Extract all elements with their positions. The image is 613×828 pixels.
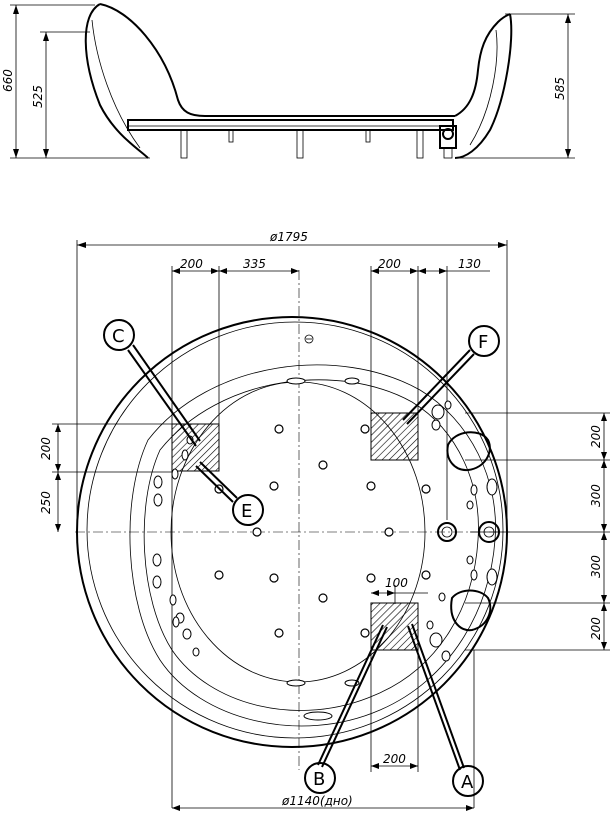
dim-585: 585 xyxy=(553,77,567,100)
zone-c-e xyxy=(171,423,220,472)
support-zones xyxy=(171,412,419,651)
overflow-outlet xyxy=(478,521,500,543)
dim-right-300-lower: 300 xyxy=(589,555,603,578)
dim-right-300-upper: 300 xyxy=(589,484,603,507)
callout-f-label: F xyxy=(478,332,488,353)
center-lines xyxy=(75,270,510,770)
callout-c-label: C xyxy=(112,326,125,347)
dim-top-right-200: 200 xyxy=(378,257,401,271)
dim-660: 660 xyxy=(1,69,15,92)
dim-inner-100: 100 xyxy=(385,576,408,590)
drain-outlet xyxy=(437,522,457,542)
floor-jets xyxy=(214,424,431,638)
side-right-dimensions: 585 xyxy=(455,13,575,159)
callout-leaders xyxy=(127,344,475,771)
zone-a-b xyxy=(370,602,419,651)
headrests xyxy=(446,431,492,632)
callout-b: B xyxy=(304,762,336,794)
callout-b-label: B xyxy=(313,769,325,790)
drain-fittings xyxy=(304,334,500,543)
top-view: ø1795 200 335 200 130 xyxy=(39,230,610,811)
dim-left-250: 250 xyxy=(39,491,53,514)
dim-diameter-1795: ø1795 xyxy=(269,230,308,244)
callout-a: A xyxy=(452,765,484,797)
top-right-dimensions: 200 130 xyxy=(370,257,490,520)
callout-a-label: A xyxy=(461,772,474,793)
side-left-dimensions: 660 525 xyxy=(1,4,150,159)
bottom-dimensions: 100 200 ø1140(дно) xyxy=(172,576,475,811)
diameter-1795-dimension: ø1795 xyxy=(76,230,508,535)
callout-e-label: E xyxy=(241,501,252,522)
callout-e: E xyxy=(232,494,264,526)
callout-c: C xyxy=(103,319,135,351)
dim-top-left-335: 335 xyxy=(243,257,266,271)
wall-jets xyxy=(152,377,498,721)
side-view: 660 525 585 xyxy=(1,3,575,159)
tub-top-outline xyxy=(76,316,508,748)
dim-bottom-diameter-1140: ø1140(дно) xyxy=(281,794,353,808)
dim-right-200-top: 200 xyxy=(589,425,603,448)
callout-f: F xyxy=(468,325,500,357)
dim-right-200-bottom: 200 xyxy=(589,617,603,640)
dim-bottom-200: 200 xyxy=(383,752,406,766)
dim-left-200: 200 xyxy=(39,437,53,460)
dim-top-right-130: 130 xyxy=(458,257,481,271)
dim-525: 525 xyxy=(31,85,45,108)
left-dimensions: 200 250 xyxy=(39,423,195,532)
dim-top-left-200: 200 xyxy=(180,257,203,271)
top-left-dimensions: 200 335 xyxy=(171,257,299,808)
tub-side-outline xyxy=(84,3,513,159)
